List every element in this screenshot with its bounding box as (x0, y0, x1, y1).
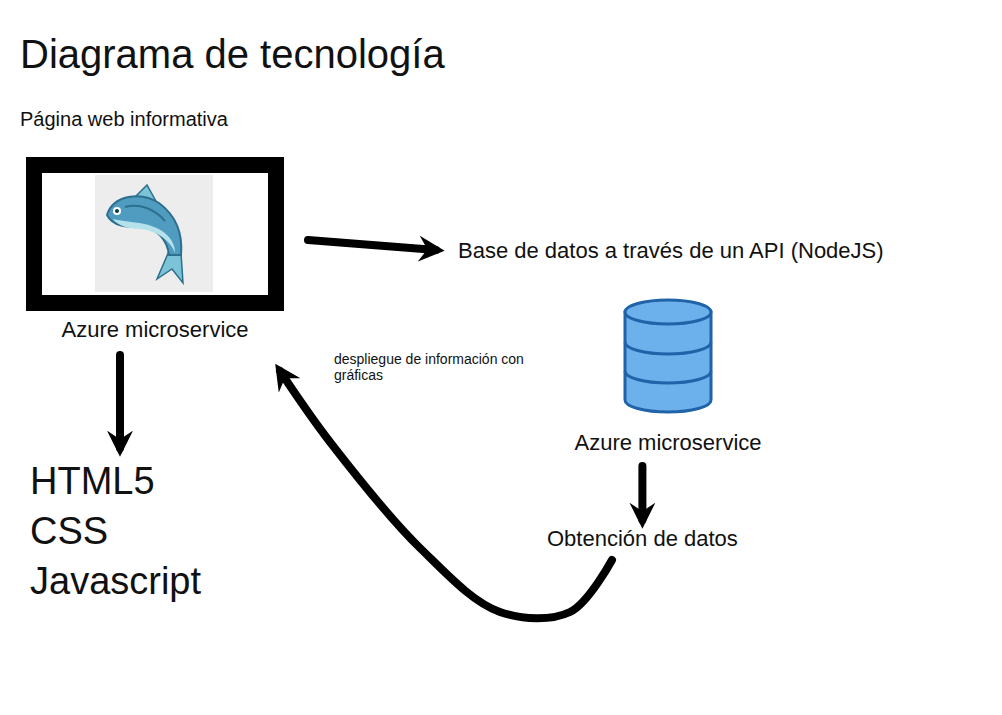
text-node: Obtención de datos (547, 526, 738, 552)
text-node: HTML5 CSS Javascript (30, 456, 201, 606)
flow-arrow (280, 371, 612, 618)
diagram-title: Diagrama de tecnología (20, 32, 445, 77)
fish-pupil (115, 209, 119, 213)
service-caption: Azure microservice (20, 317, 290, 343)
fish-illustration (42, 173, 268, 295)
service-node: Base de datos a través de un API (NodeJS… (458, 238, 884, 456)
database-body (625, 312, 711, 412)
service-caption: Azure microservice (458, 430, 878, 456)
fish-stripe (125, 206, 165, 221)
edge-label: despliegue de información con gráficas (332, 350, 526, 384)
flow-arrow (116, 355, 124, 448)
fish-body (107, 196, 181, 255)
database-band (625, 342, 711, 354)
screen-frame (26, 157, 284, 311)
technology-list: HTML5 CSS Javascript (30, 456, 201, 606)
flow-arrow (308, 240, 436, 250)
database-icon (622, 298, 714, 414)
page-heading: Página web informativa (20, 108, 290, 131)
image-ground (95, 175, 213, 292)
flow-arrow (638, 466, 646, 520)
fish-eye (113, 207, 121, 215)
database-band (625, 371, 711, 383)
fish-belly (113, 219, 175, 253)
database-top (625, 300, 711, 324)
service-node: Página web informativaAzure microservice (20, 108, 290, 343)
api-heading: Base de datos a través de un API (NodeJS… (458, 238, 884, 264)
step-label: Obtención de datos (547, 526, 738, 552)
